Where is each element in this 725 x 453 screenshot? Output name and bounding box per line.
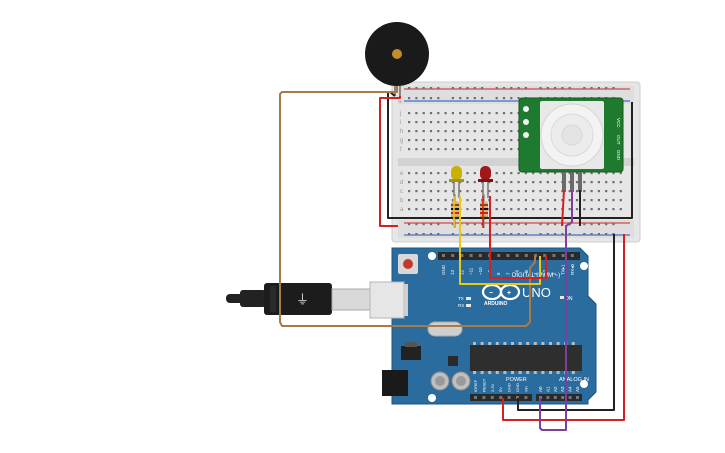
power-pin-label: IOREF xyxy=(473,379,478,392)
uno-logo: UNO xyxy=(522,285,551,300)
wire-brown-buzzer[interactable] xyxy=(279,86,536,327)
pir-label-vcc: VCC xyxy=(616,118,621,128)
wire-red-5v[interactable] xyxy=(502,234,625,421)
analog-pin-label: A4 xyxy=(568,386,573,392)
row-label-a: a xyxy=(400,207,404,213)
pir-label-out: OUT xyxy=(616,135,621,145)
digital-pin-label: ~5 xyxy=(524,269,529,275)
digital-pin-label: ~10 xyxy=(478,267,483,275)
rail-plus-label: + xyxy=(398,99,402,106)
wire-purple-pir[interactable] xyxy=(539,190,573,431)
power-pin-label: 3.3V xyxy=(490,383,495,392)
wires[interactable] xyxy=(279,86,633,431)
analog-label: ANALOG IN xyxy=(559,377,589,383)
digital-pin-label: 7 xyxy=(505,272,510,275)
row-label-f: f xyxy=(400,147,402,153)
on-led xyxy=(560,296,564,299)
svg-text:+: + xyxy=(507,290,511,297)
crystal-oscillator xyxy=(427,321,463,337)
digital-pin-label: 4 xyxy=(533,272,538,275)
power-pin-label: GND xyxy=(507,383,512,392)
row-label-c: c xyxy=(400,189,403,195)
usb-icon: ⏚ xyxy=(296,293,309,308)
row-label-i: i xyxy=(400,120,401,126)
on-label: ON xyxy=(565,296,573,302)
digital-pin-label: GND xyxy=(441,264,446,275)
pir-sensor[interactable]: VCC OUT GND xyxy=(518,97,624,192)
analog-pin-label: A3 xyxy=(560,386,565,392)
row-label-e: e xyxy=(400,171,404,177)
wire-red-pir-vcc[interactable] xyxy=(561,189,565,227)
digital-pin-label: 13 xyxy=(450,269,455,275)
digital-pin-label: TX▸1 xyxy=(561,264,566,275)
power-jack[interactable] xyxy=(382,370,408,396)
usb-cable[interactable]: ⏚ xyxy=(226,281,408,319)
row-label-g: g xyxy=(400,138,403,144)
pir-label-gnd: GND xyxy=(616,150,621,161)
tx-label: TX xyxy=(458,296,464,301)
svg-text:−: − xyxy=(489,290,493,297)
analog-pin-label: A0 xyxy=(538,386,543,392)
row-label-j: j xyxy=(399,111,401,117)
digital-pin-label: 12 xyxy=(459,269,464,275)
wire-red-rail[interactable] xyxy=(379,96,401,227)
row-label-d: d xyxy=(400,180,403,186)
digital-pin-label: 8 xyxy=(496,272,501,275)
digital-pin-label: 2 xyxy=(551,272,556,275)
analog-pin-label: A1 xyxy=(545,386,550,392)
digital-pin-label: ~6 xyxy=(515,269,520,275)
rx-label: RX xyxy=(458,303,464,308)
row-label-h: h xyxy=(400,129,403,135)
power-pin-label: Vin xyxy=(523,386,528,392)
power-pin-label: GND xyxy=(515,383,520,392)
power-label: POWER xyxy=(506,377,527,383)
row-label-b: b xyxy=(400,198,404,204)
atmega-chip xyxy=(470,345,582,371)
led-yellow[interactable] xyxy=(449,166,464,198)
piezo-buzzer[interactable] xyxy=(365,22,429,96)
led-red[interactable] xyxy=(478,166,493,198)
reset-button[interactable] xyxy=(403,259,413,269)
digital-pin-label: ~11 xyxy=(469,267,474,275)
analog-pin-label: A2 xyxy=(553,386,558,392)
brand-label: ARDUINO xyxy=(484,301,507,307)
wire-yellow-led[interactable] xyxy=(459,196,541,285)
digital-pin-label: ~3 xyxy=(542,269,547,275)
digital-label: DIGITAL (PWM ~) xyxy=(512,273,560,279)
analog-header[interactable] xyxy=(536,394,582,401)
wire-red-led[interactable] xyxy=(489,196,547,279)
analog-pin-label: A5 xyxy=(575,386,580,392)
digital-pin-label: RX◂0 xyxy=(570,263,575,275)
power-pin-label: RESET xyxy=(481,378,486,392)
power-pin-label: 5V xyxy=(498,387,503,392)
